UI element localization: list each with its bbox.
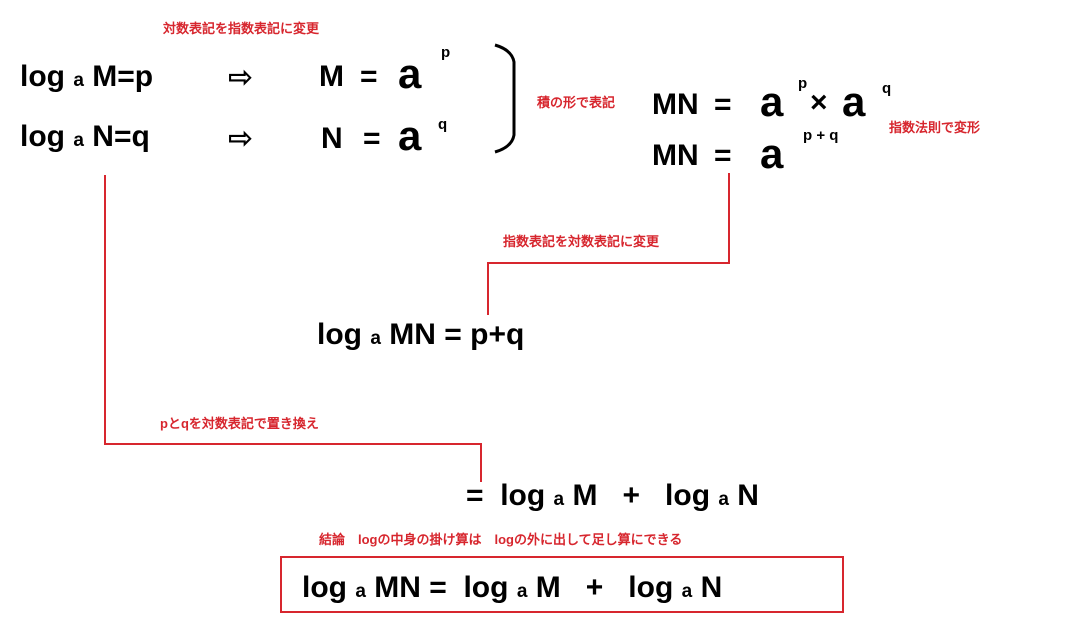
equals-sign: =	[360, 60, 378, 93]
equals-sign: =	[714, 88, 732, 121]
base-a: a	[842, 78, 866, 125]
conclusion-formula: log a MN = log a M + log a N	[302, 573, 722, 603]
plus-sign: +	[585, 571, 604, 604]
conclusion-box	[280, 556, 844, 613]
sum-of-logs: = log a M + log a N	[466, 481, 759, 511]
right-arrow-icon: ⇨	[228, 122, 254, 155]
product-mn: MN	[652, 88, 699, 121]
var-p: p	[470, 318, 489, 351]
exponent-p-plus-q: p + q	[803, 127, 839, 144]
log-base: a	[370, 328, 381, 349]
log-base: a	[681, 581, 693, 602]
base-a: a	[398, 112, 422, 159]
equals-sign: =	[113, 120, 132, 153]
connector-line-left	[104, 175, 482, 482]
equals-sign: =	[429, 571, 447, 604]
var-n: N	[321, 122, 343, 155]
log-base: a	[355, 581, 366, 602]
equals-sign: =	[714, 139, 732, 172]
times-sign: ×	[810, 86, 828, 119]
note-log-to-exp: 対数表記を指数表記に変更	[163, 21, 320, 36]
var-n: N	[737, 479, 759, 512]
base-a: a	[760, 78, 784, 125]
log-base: a	[553, 489, 565, 510]
exponent-q: q	[882, 80, 892, 97]
equals-sign: =	[117, 60, 135, 93]
note-product-form: 積の形で表記	[537, 95, 616, 110]
definition-m: log a M=p	[20, 62, 153, 92]
note-conclusion: 結論 logの中身の掛け算は logの外に出して足し算にできる	[319, 532, 683, 547]
log-label: log	[463, 571, 509, 604]
log-label: log	[665, 479, 711, 512]
var-n: N	[92, 120, 114, 153]
exponent-p: p	[441, 44, 451, 61]
log-label: log	[628, 571, 674, 604]
base-a: a	[398, 50, 422, 97]
plus-sign: +	[622, 479, 641, 512]
var-q: q	[131, 120, 150, 153]
product-mn: MN	[374, 571, 421, 604]
log-base: a	[718, 489, 729, 510]
note-exp-to-log: 指数表記を対数表記に変更	[503, 234, 660, 249]
base-a: a	[760, 130, 784, 177]
var-q: q	[506, 318, 525, 351]
exponent-q: q	[438, 116, 448, 133]
connector-line-right	[487, 173, 730, 315]
product-mn: MN	[389, 318, 436, 351]
log-base: a	[73, 70, 84, 91]
log-of-product: log a MN = p+q	[317, 320, 524, 350]
product-mn: MN	[652, 139, 699, 172]
log-label: log	[302, 571, 347, 604]
equals-sign: =	[444, 318, 462, 351]
note-replace-pq: pとqを対数表記で置き換え	[160, 416, 319, 431]
definition-n: log a N=q	[20, 122, 150, 152]
equals-sign: =	[363, 122, 381, 155]
exponent-p: p	[798, 75, 808, 92]
log-label: log	[20, 60, 65, 93]
plus-sign: +	[488, 318, 506, 351]
var-n: N	[700, 571, 723, 604]
note-exp-law: 指数法則で変形	[889, 120, 981, 135]
log-base: a	[516, 581, 528, 602]
log-label: log	[317, 318, 362, 351]
var-m: M	[92, 60, 118, 93]
right-bracket	[494, 43, 516, 154]
var-m: M	[572, 479, 598, 512]
var-p: p	[134, 60, 154, 93]
var-m: M	[319, 60, 344, 93]
log-base: a	[73, 130, 84, 151]
var-m: M	[535, 571, 561, 604]
log-label: log	[20, 120, 65, 153]
log-label: log	[500, 479, 546, 512]
right-arrow-icon: ⇨	[228, 61, 254, 94]
equals-sign: =	[466, 479, 484, 512]
